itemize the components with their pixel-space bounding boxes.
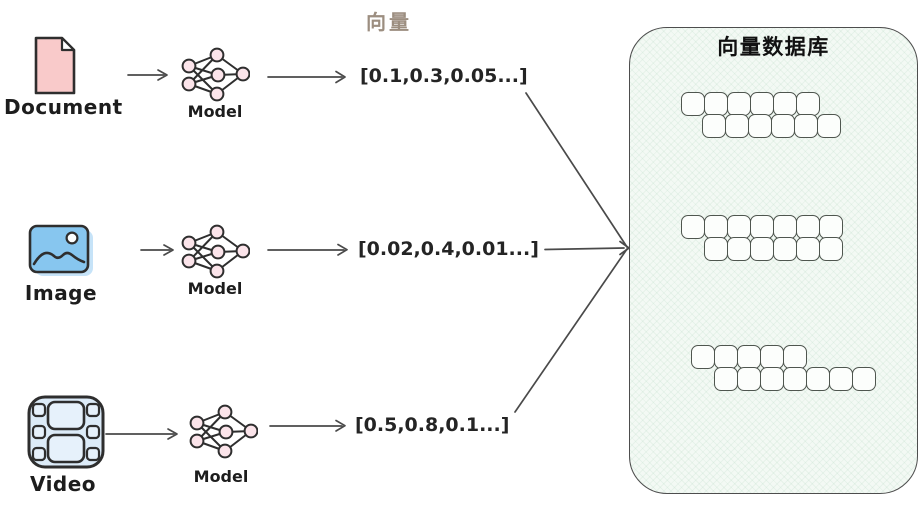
model2-label: Model (187, 279, 243, 298)
vector-chip (727, 92, 751, 116)
chip-row (691, 345, 876, 369)
image-label: Image (24, 281, 98, 305)
vector-chip (771, 114, 795, 138)
vector-chip (681, 92, 705, 116)
arrowhead-model1-to-vector (335, 70, 346, 84)
vector-chip (702, 114, 726, 138)
model1-neural-network-icon (181, 47, 250, 102)
chip-row (704, 237, 843, 261)
vector-chip (750, 237, 774, 261)
model3-neural-network-icon (189, 404, 258, 459)
vector-chip (773, 92, 797, 116)
chip-row (714, 367, 876, 391)
line-vector1-to-database (525, 92, 628, 248)
vector-chip (773, 237, 797, 261)
vector-chip (806, 367, 830, 391)
vector-chip (714, 367, 738, 391)
vector-chip (681, 215, 705, 239)
video-label: Video (29, 472, 97, 496)
vector-chip (817, 114, 841, 138)
vector-chip (704, 92, 728, 116)
vector-chip (794, 114, 818, 138)
vector-chip (852, 367, 876, 391)
vector-chip-group-2 (681, 215, 843, 261)
chip-row (681, 215, 843, 239)
vector-chip (750, 92, 774, 116)
chip-row (681, 92, 841, 116)
arrowhead-video-to-model (167, 428, 178, 440)
arrowhead-image-to-model (163, 244, 174, 256)
vector-header-label: 向量 (366, 10, 412, 34)
vector-chip (783, 367, 807, 391)
document-icon (34, 36, 76, 95)
vector-chip (727, 215, 751, 239)
video-icon (27, 395, 105, 469)
model3-label: Model (193, 467, 249, 486)
vector-chip (819, 215, 843, 239)
vector-chip (773, 215, 797, 239)
vector-value-document: [0.1,0.3,0.05...] (360, 65, 528, 87)
image-icon (28, 224, 93, 276)
vector-chip (819, 237, 843, 261)
model2-neural-network-icon (181, 224, 250, 279)
vector-value-video: [0.5,0.8,0.1...] (355, 414, 510, 436)
vector-chip-group-1 (681, 92, 841, 138)
vector-chip (727, 237, 751, 261)
vector-chip (704, 215, 728, 239)
arrowhead-model2-to-vector (337, 243, 348, 256)
vector-chip (748, 114, 772, 138)
vector-chip (783, 345, 807, 369)
vector-database-box: 向量数据库 (629, 27, 918, 494)
vector-chip (829, 367, 853, 391)
vector-chip (796, 92, 820, 116)
vector-database-title: 向量数据库 (717, 35, 830, 59)
document-label: Document (4, 95, 123, 119)
arrowhead-model3-to-vector (335, 419, 346, 432)
vector-value-image: [0.02,0.4,0.01...] (358, 238, 539, 260)
arrowhead-document-to-model (157, 69, 168, 81)
arrowhead-into-database (619, 240, 630, 256)
vector-chip (796, 215, 820, 239)
vector-chip (760, 345, 784, 369)
chip-row (702, 114, 841, 138)
vector-chip-group-3 (691, 345, 876, 391)
vector-chip (704, 237, 728, 261)
line-vector3-to-database (514, 248, 628, 413)
vector-chip (760, 367, 784, 391)
vector-chip (737, 367, 761, 391)
vector-chip (750, 215, 774, 239)
vector-chip (714, 345, 738, 369)
line-vector2-to-database (544, 247, 625, 251)
vector-chip (725, 114, 749, 138)
vector-chip (737, 345, 761, 369)
vector-chip (691, 345, 715, 369)
model1-label: Model (187, 102, 243, 121)
vector-chip (796, 237, 820, 261)
